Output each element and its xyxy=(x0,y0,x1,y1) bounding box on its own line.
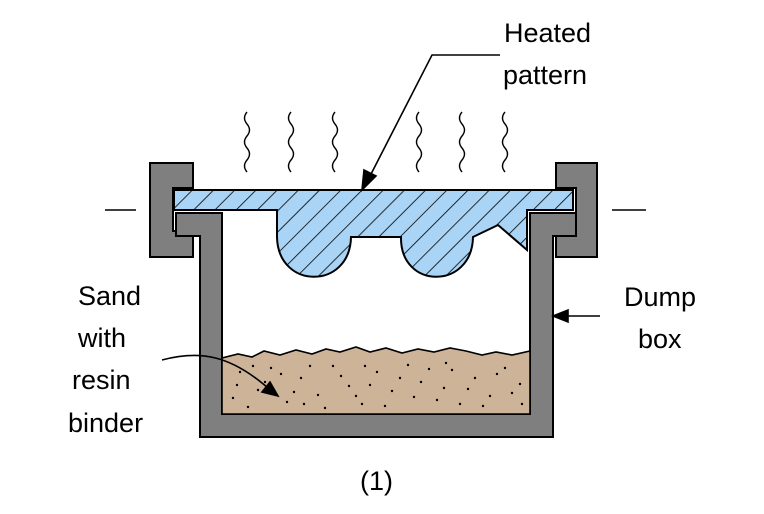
sand-label-line1: Sand xyxy=(78,281,141,311)
sand-leader xyxy=(161,354,269,389)
heat-waves xyxy=(243,111,509,173)
dump-box-arrowhead xyxy=(550,308,569,324)
pattern-hatching xyxy=(173,189,574,278)
heated-pattern xyxy=(173,189,574,278)
sand-fill xyxy=(221,346,531,415)
heated-pattern-label-line2: pattern xyxy=(503,60,587,90)
sand-body xyxy=(221,346,531,415)
heated-pattern-leader xyxy=(367,54,500,181)
sand-label-line3: resin xyxy=(72,365,131,395)
heat-wave xyxy=(287,111,295,173)
heated-pattern-arrowhead xyxy=(360,168,378,193)
heat-wave xyxy=(243,111,251,173)
heated-pattern-label-line1: Heated xyxy=(504,18,591,48)
leader-arrows xyxy=(161,54,600,398)
heat-wave xyxy=(331,111,339,173)
dump-box-label-line1: Dump xyxy=(624,282,696,312)
step-label: (1) xyxy=(360,466,393,496)
sand-label-line2: with xyxy=(77,323,126,353)
heat-wave xyxy=(458,111,466,173)
sand-label-line4: binder xyxy=(68,408,143,438)
dump-box-label-line2: box xyxy=(638,324,682,354)
dump-box xyxy=(149,162,598,438)
heat-wave xyxy=(415,111,423,173)
heat-wave xyxy=(501,111,509,173)
sand-arrowhead xyxy=(260,380,280,398)
